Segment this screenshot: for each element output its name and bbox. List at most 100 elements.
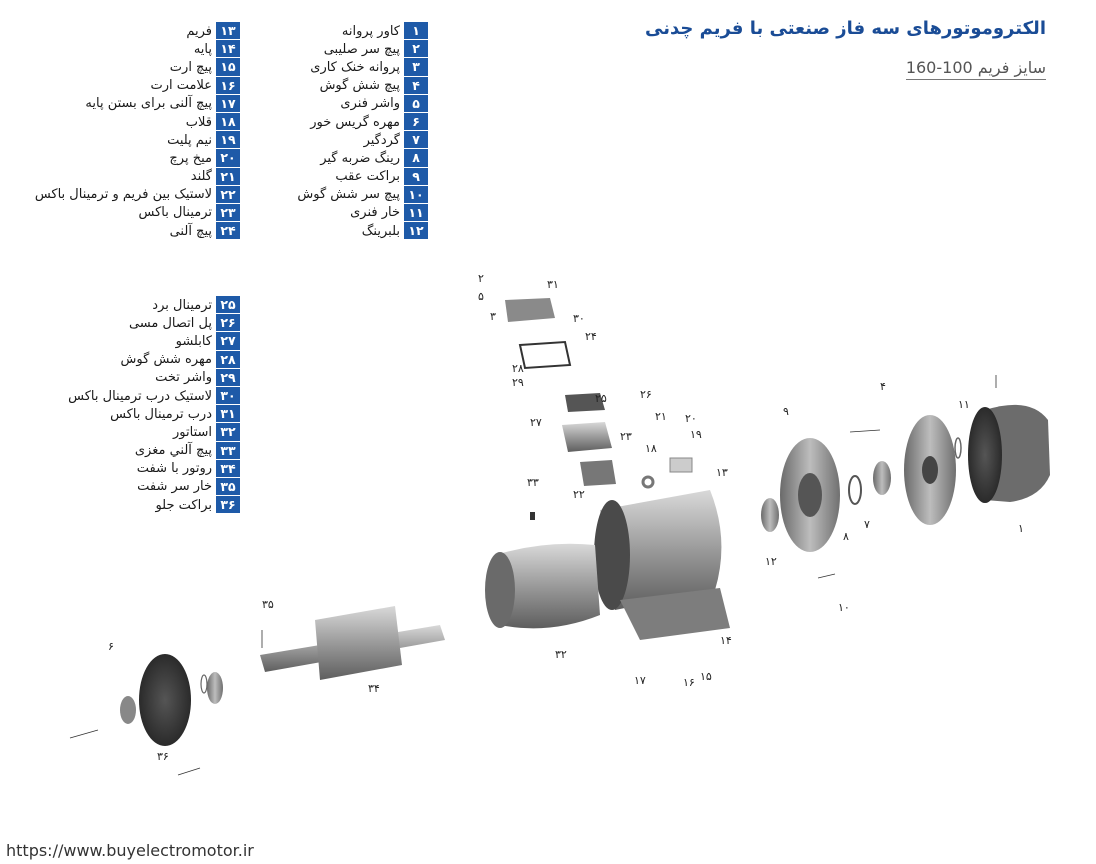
source-url: https://www.buyelectromotor.ir [6, 841, 254, 860]
legend-label: رینگ ضربه گیر [320, 150, 400, 166]
legend-label: فریم [186, 23, 212, 39]
callout-number: ۲۵ [595, 392, 607, 405]
callout-number: ۹ [783, 405, 789, 418]
callout-number: ۲ [478, 272, 484, 285]
callout-number: ۱۵ [700, 670, 712, 683]
legend-number: ۳۴ [216, 459, 240, 478]
callout-number: ۱۴ [720, 634, 732, 647]
fan-cover-part [968, 404, 1050, 503]
legend-number: ۲۰ [216, 149, 240, 168]
callout-number: ۳۰ [573, 312, 585, 325]
legend-label: پیچ سر صلیبی [323, 41, 400, 57]
legend-label: خار سر شفت [137, 479, 212, 495]
legend-label: براکت جلو [155, 497, 212, 513]
legend-number: ۱۱ [404, 203, 428, 223]
legend-label: پایه [193, 41, 212, 57]
legend-label: پیچ شش گوش [319, 78, 400, 94]
callout-number: ۲۰ [685, 412, 697, 425]
legend-number: ۲ [404, 40, 428, 59]
callout-number: ۳۴ [368, 682, 380, 695]
legend-label: میخ پرچ [169, 150, 212, 166]
legend-number: ۲۶ [216, 314, 240, 333]
legend-number: ۲۷ [216, 332, 240, 351]
callout-number: ۲۶ [640, 388, 652, 401]
legend-label: لاستیک درب ترمینال باکس [68, 388, 212, 404]
legend-number: ۲۴ [216, 222, 240, 241]
legend-number: ۳۵ [216, 477, 240, 497]
legend-label: گلند [190, 169, 212, 185]
legend-number: ۱۳ [216, 22, 240, 41]
terminal-box-part [505, 298, 693, 489]
legend-number: ۲۳ [216, 203, 240, 223]
callout-number: ۸ [843, 530, 849, 543]
legend-label: گردگیر [363, 132, 400, 148]
motor-frame-part [594, 490, 730, 640]
callout-number: ۳۶ [157, 750, 169, 763]
legend-label: بلبرینگ [361, 223, 400, 239]
legend-label: پیچ سر شش گوش [297, 187, 400, 203]
legend-number: ۱۲ [404, 222, 428, 241]
legend-number: ۱۸ [216, 112, 240, 132]
legend-number: ۱۰ [404, 185, 428, 204]
legend-label: پیچ آلنی برای بستن پایه [85, 96, 212, 112]
legend-number: ۶ [404, 112, 428, 132]
legend-label: پیچ آلنی [169, 223, 212, 239]
page-title: الکتروموتورهای سه فاز صنعتی با فریم چدنی [644, 18, 1046, 39]
legend-label: کابلشو [175, 333, 212, 349]
callout-number: ۱۸ [645, 442, 657, 455]
callout-number: ۱۲ [765, 555, 777, 568]
legend-number: ۳۲ [216, 423, 240, 442]
legend-number: ۲۱ [216, 167, 240, 186]
legend-number: ۵ [404, 94, 428, 113]
legend-number: ۱۹ [216, 131, 240, 150]
legend-label: خار فنری [350, 205, 400, 221]
legend-number: ۱۶ [216, 76, 240, 95]
callout-number: ۳۲ [555, 648, 567, 661]
legend-label: پیچ ارت [169, 59, 212, 75]
legend-label: درب ترمینال باکس [110, 406, 212, 422]
legend-number: ۱۴ [216, 40, 240, 59]
stator-part [485, 543, 600, 629]
legend-label: براکت عقب [335, 169, 400, 185]
callout-number: ۲۳ [620, 430, 632, 443]
legend-label: علامت ارت [150, 78, 212, 94]
legend-number: ۴ [404, 76, 428, 95]
callout-number: ۳۳ [527, 476, 539, 489]
callout-number: ۴ [880, 380, 886, 393]
callout-number: ۲۹ [512, 376, 524, 389]
callout-number: ۱۷ [634, 674, 646, 687]
callout-number: ۲۴ [585, 330, 597, 343]
